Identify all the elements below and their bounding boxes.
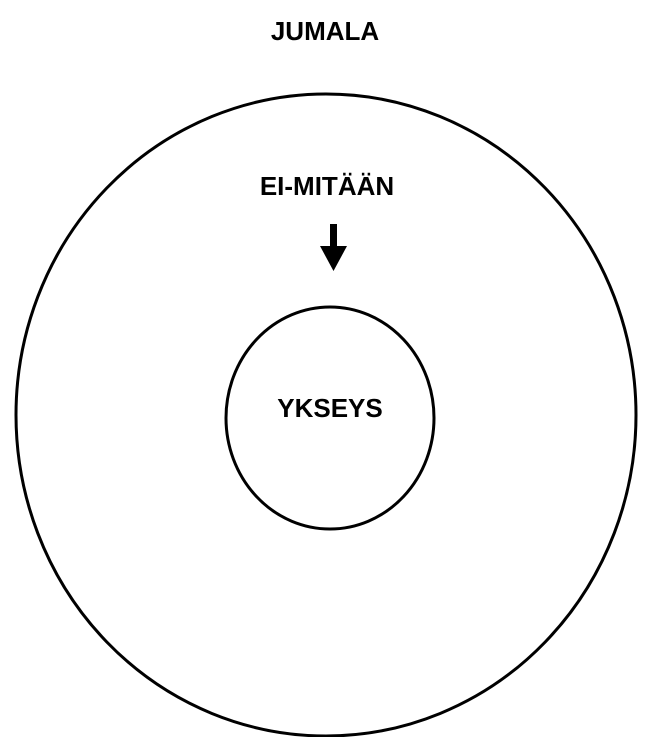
inner-circle — [224, 305, 436, 531]
jumala-label: JUMALA — [271, 16, 380, 46]
ykseys-label: YKSEYS — [277, 393, 383, 423]
ei-mitaan-label: EI-MITÄÄN — [260, 171, 394, 201]
outer-circle — [14, 92, 638, 737]
arrow-down-icon — [320, 224, 347, 271]
